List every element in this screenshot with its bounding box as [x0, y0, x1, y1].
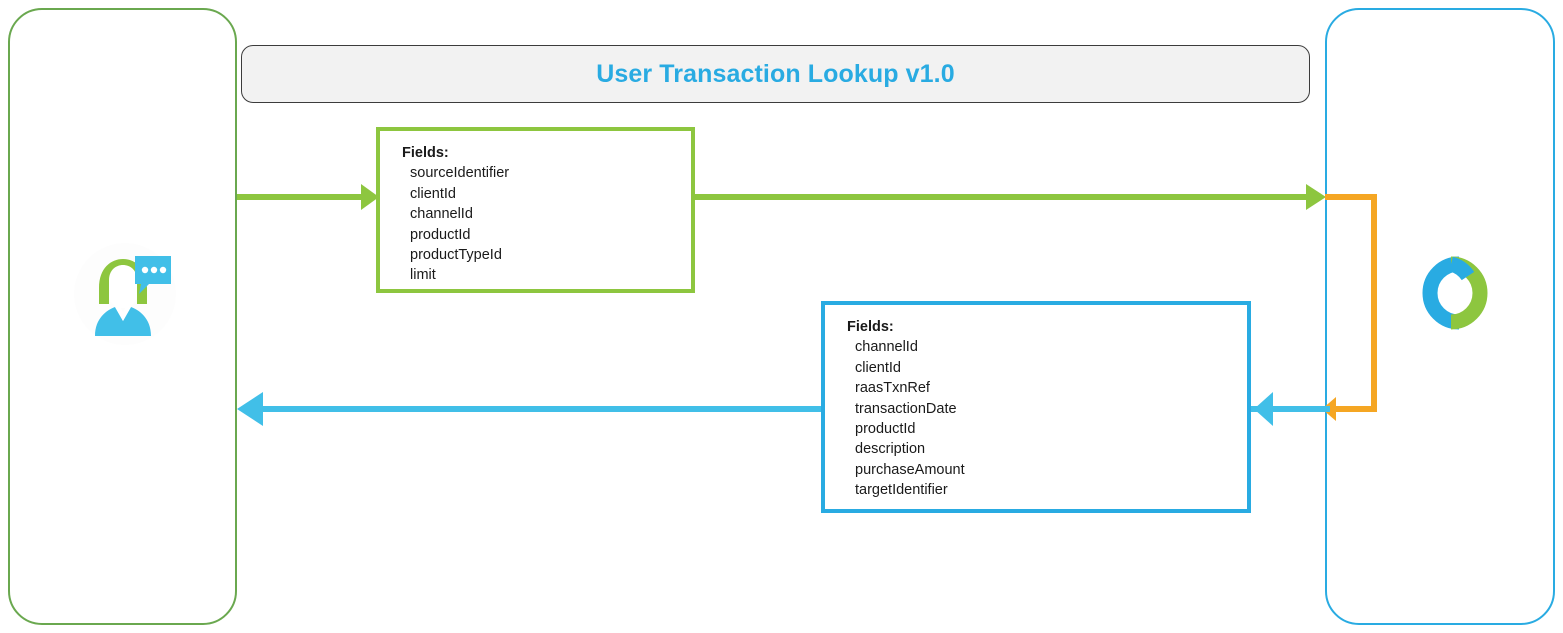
list-item: productId [410, 226, 471, 243]
list-item: productTypeId [410, 247, 502, 264]
request-arrow-user-to-box-line [237, 194, 365, 200]
request-arrow-user-to-box-head [361, 184, 379, 210]
request-arrow-box-to-system-line [695, 194, 1310, 200]
list-item: sourceIdentifier [410, 165, 510, 182]
system-internal-loop-side [1371, 194, 1377, 412]
list-item: channelId [855, 339, 918, 356]
interlocking-rings-logo-icon [1422, 256, 1488, 330]
request-fields-list: sourceIdentifier clientId channelId prod… [402, 163, 691, 285]
list-item: description [855, 441, 926, 458]
list-item: raasTxnRef [855, 380, 930, 397]
response-arrow-box-to-user-line [262, 406, 821, 412]
response-fields-heading: Fields: [847, 319, 894, 335]
response-fields-list: channelId clientId raasTxnRef transactio… [847, 337, 1247, 500]
response-arrow-system-to-box-line [1251, 406, 1330, 412]
page-title: User Transaction Lookup v1.0 [596, 59, 955, 88]
system-internal-loop-top [1325, 194, 1377, 200]
list-item: clientId [855, 359, 901, 376]
list-item: limit [410, 267, 436, 284]
response-arrow-system-to-box-head [1254, 392, 1273, 426]
request-fields-box[interactable]: Fields: sourceIdentifier clientId channe… [376, 127, 695, 293]
list-item: channelId [410, 206, 473, 223]
list-item: purchaseAmount [855, 461, 965, 478]
diagram-title-bar[interactable]: User Transaction Lookup v1.0 [241, 45, 1310, 103]
request-arrow-box-to-system-head [1306, 184, 1326, 210]
system-internal-loop-bottom [1334, 406, 1377, 412]
list-item: transactionDate [855, 400, 957, 417]
user-with-speech-bubble-icon [74, 243, 176, 345]
response-fields-box[interactable]: Fields: channelId clientId raasTxnRef tr… [821, 301, 1251, 513]
list-item: clientId [410, 185, 456, 202]
list-item: productId [855, 421, 916, 438]
response-arrow-box-to-user-head [237, 392, 263, 426]
list-item: targetIdentifier [855, 482, 948, 499]
request-fields-heading: Fields: [402, 145, 449, 161]
